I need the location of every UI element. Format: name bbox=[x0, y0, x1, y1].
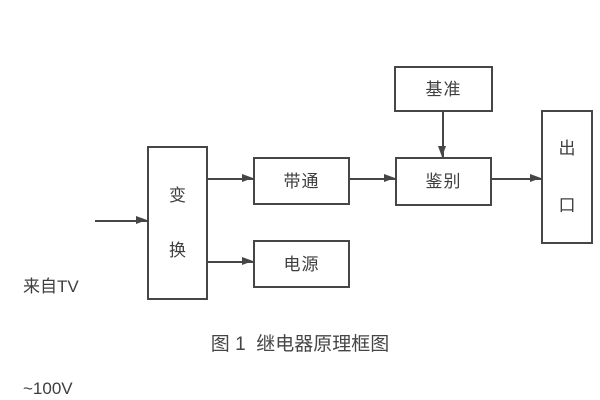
block-transform: 变 换 bbox=[147, 146, 208, 300]
block-transform-label: 变 换 bbox=[169, 186, 186, 260]
block-reference-label: 基准 bbox=[425, 79, 462, 99]
block-discriminator-label: 鉴别 bbox=[425, 172, 462, 191]
figure-caption: 图 1 继电器原理框图 bbox=[210, 334, 390, 355]
block-output-label: 出 口 bbox=[558, 139, 576, 215]
arrow-bandpass-to-discriminator bbox=[350, 174, 395, 182]
block-reference: 基准 bbox=[394, 66, 493, 112]
arrow-discriminator-to-output bbox=[492, 174, 541, 182]
block-bandpass-label: 带通 bbox=[283, 171, 320, 191]
arrow-reference-to-discriminator bbox=[438, 112, 446, 157]
block-power-label: 电源 bbox=[283, 254, 320, 274]
block-power: 电源 bbox=[253, 240, 350, 288]
input-source-label: 来自TV ~100V bbox=[23, 202, 79, 400]
block-bandpass: 带通 bbox=[253, 157, 350, 205]
input-source-line1: 来自TV bbox=[23, 277, 79, 296]
arrow-transform-to-bandpass bbox=[208, 174, 253, 182]
input-source-line2: ~100V bbox=[23, 379, 73, 398]
arrow-transform-to-power bbox=[208, 257, 253, 265]
arrow-input-to-transform bbox=[95, 216, 147, 224]
block-discriminator: 鉴别 bbox=[395, 157, 492, 206]
block-output: 出 口 bbox=[541, 110, 593, 244]
